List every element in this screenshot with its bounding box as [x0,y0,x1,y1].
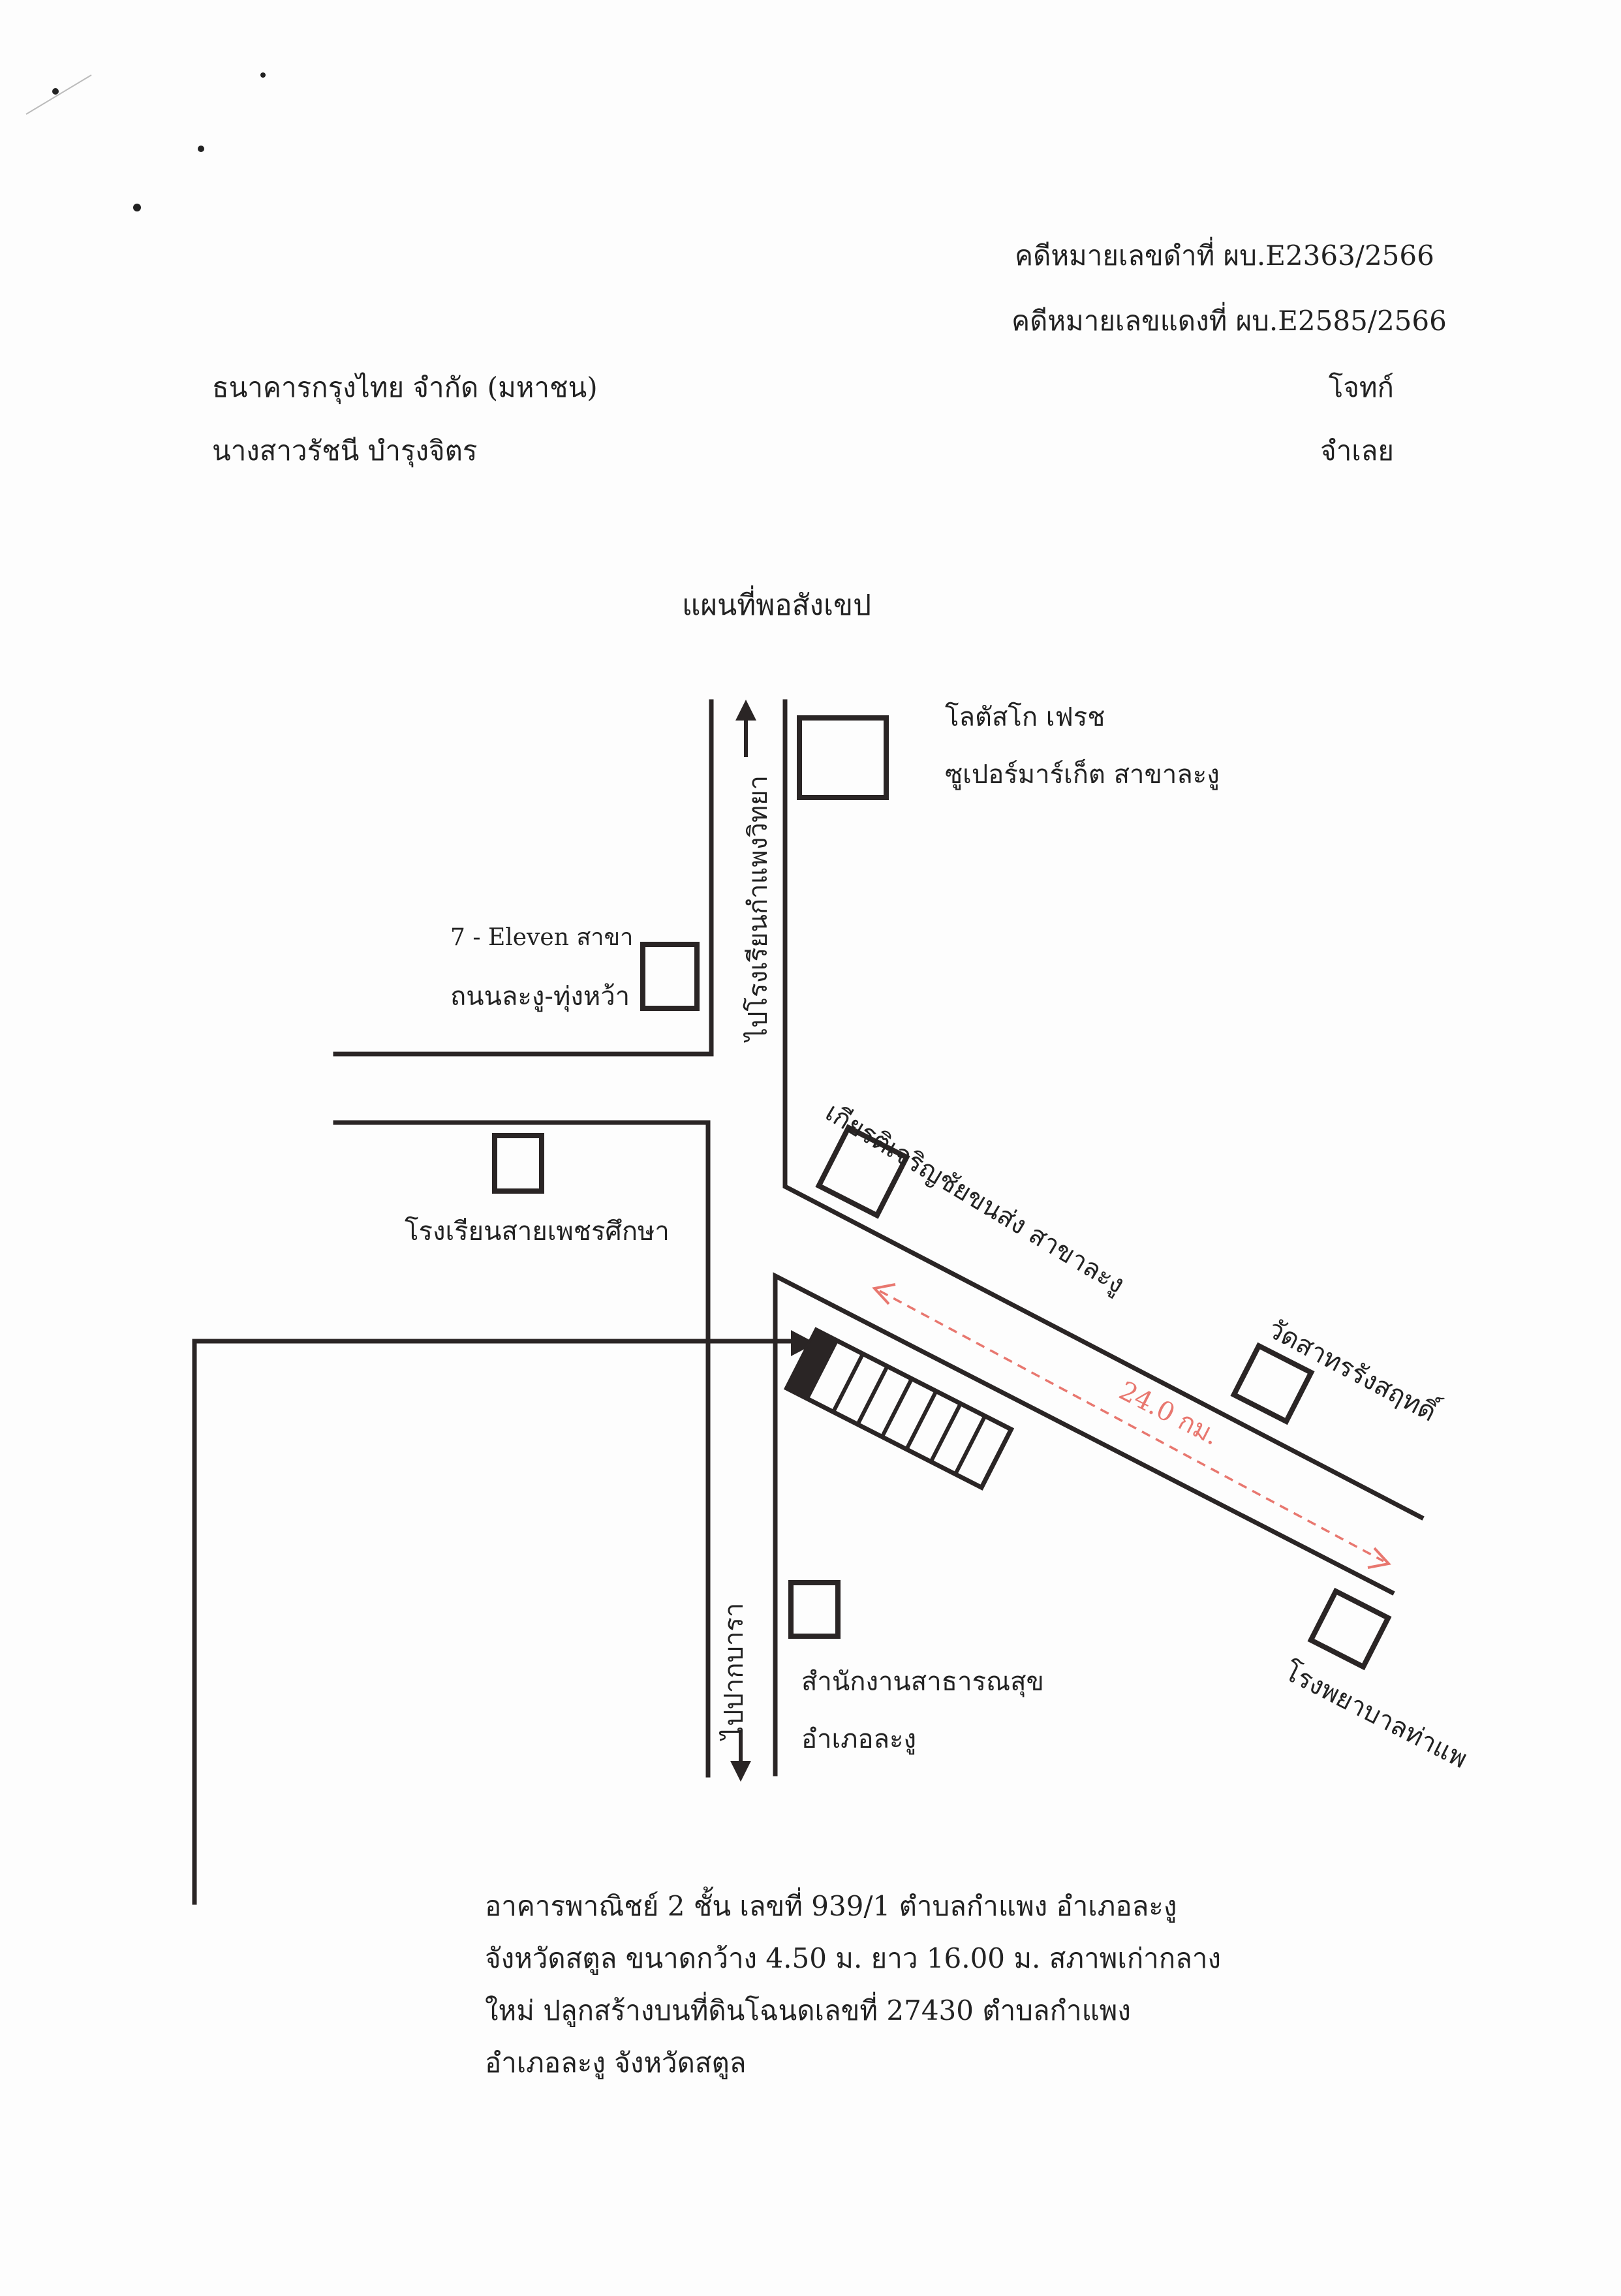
hospital-label: โรงพยาบาลท่าแพ [1279,1656,1472,1775]
black-case-number: คดีหมายเลขดำที่ ผบ.E2363/2566 [1015,237,1434,271]
road-label-south: ไปปากบารา [719,1603,749,1741]
lotus-label-line1: โลตัสโก เฟรช [945,702,1105,732]
road-network [192,699,1425,1905]
red-case-number: คดีหมายเลขแดงที่ ผบ.E2585/2566 [1011,302,1447,337]
seven-eleven-label-line1: 7 - Eleven สาขา [450,924,633,951]
seven-eleven-building-icon [640,942,700,1011]
plaintiff-role: โจทก์ [1329,371,1394,403]
description-line2: จังหวัดสตูล ขนาดกว้าง 4.50 ม. ยาว 16.00 … [485,1942,1221,1975]
description-line1: อาคารพาณิชย์ 2 ชั้น เลขที่ 939/1 ตำบลกำแ… [485,1886,1177,1923]
subject-property-icon [783,1327,1015,1491]
health-office-label-line2: อำเภอละงู [801,1724,916,1754]
school-building-icon [492,1133,544,1194]
road-lower-edge [773,1272,1395,1776]
defendant-name: นางสาวรัชนี บำรุงจิตร [212,435,478,468]
description-line3: ใหม่ ปลูกสร้างบนที่ดินโฉนดเลขที่ 27430 ต… [485,1992,1131,2027]
pointer-arrowhead [791,1330,816,1356]
lotus-building-icon [797,715,889,800]
kiat-building-icon [815,1124,910,1219]
description-line4: อำเภอละงู จังหวัดสตูล [485,2047,747,2079]
school-label: โรงเรียนสายเพชรศึกษา [405,1217,670,1247]
health-office-building-icon [788,1580,841,1639]
road-label-north: ไปโรงเรียนกำแพงวิทยา [743,775,773,1043]
lotus-label-line2: ซูเปอร์มาร์เก็ต สาขาละงู [945,758,1220,790]
scan-marks [25,72,266,211]
distance-indicator: 24.0 กม. [872,1283,1391,1569]
road-west-north-edge [333,699,714,1057]
map-title: แผนที่พอสังเขป [682,585,871,622]
hospital-building-icon [1307,1587,1392,1671]
north-arrow [735,700,756,757]
road-main-east-edge [782,699,1425,1521]
health-office-label-line1: สำนักงานสาธารณสุข [801,1667,1044,1698]
road-west-south-edge [333,1120,711,1778]
kiat-label: เกียรติเจริญชัยขนส่ง สาขาละงู [820,1097,1130,1299]
south-arrow [730,1730,751,1782]
temple-building-icon [1230,1342,1315,1425]
defendant-role: จำเลย [1320,435,1394,467]
pointer-line [192,1339,804,1905]
seven-eleven-label-line2: ถนนละงู-ทุ่งหว้า [450,982,630,1012]
plaintiff-name: ธนาคารกรุงไทย จำกัด (มหาชน) [212,371,598,405]
